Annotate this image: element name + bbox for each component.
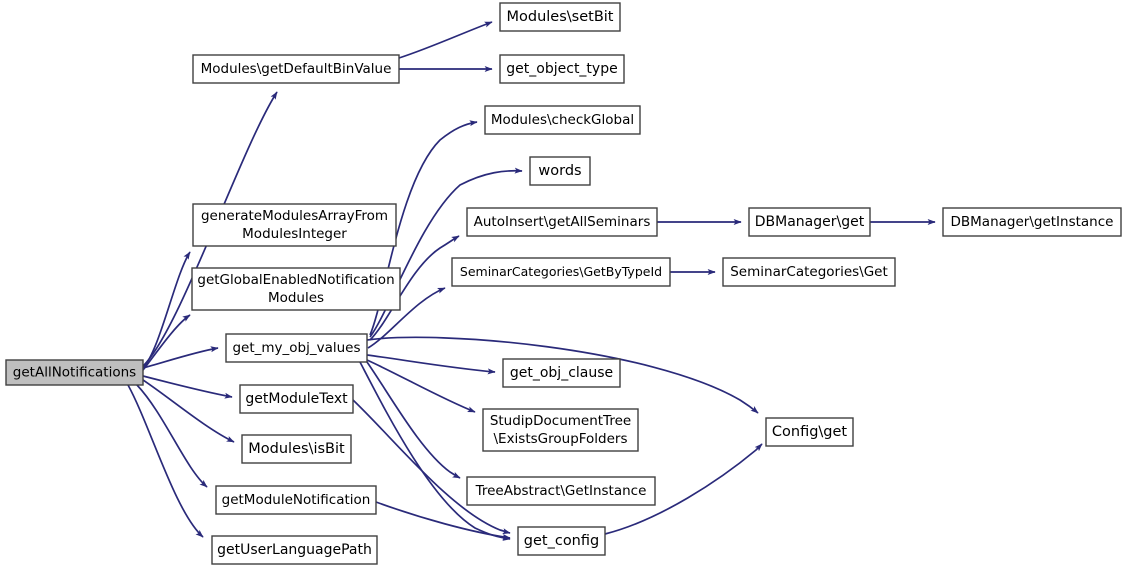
node-checkGlobal[interactable]: Modules\checkGlobal — [484, 105, 641, 135]
node-GetByTypeId[interactable]: SeminarCategories\GetByTypeId — [451, 257, 671, 287]
node-isBit[interactable]: Modules\isBit — [241, 434, 352, 464]
node-DBManagerGetInstance[interactable]: DBManager\getInstance — [942, 207, 1122, 237]
node-getModuleNotification[interactable]: getModuleNotification — [215, 485, 377, 515]
call-edge — [366, 354, 496, 375]
node-box[interactable] — [942, 207, 1122, 237]
node-get_obj_clause[interactable]: get_obj_clause — [502, 358, 621, 388]
node-SeminarCategoriesGet[interactable]: SeminarCategories\Get — [722, 257, 896, 287]
call-edge — [375, 501, 511, 540]
node-getAllSeminars[interactable]: AutoInsert\getAllSeminars — [466, 207, 658, 237]
node-get_my_obj_values[interactable]: get_my_obj_values — [225, 333, 368, 363]
node-getAllNotifications[interactable]: getAllNotifications — [5, 359, 144, 386]
node-box[interactable] — [722, 257, 896, 287]
call-edge — [352, 399, 511, 535]
call-edge — [142, 251, 191, 369]
node-box[interactable] — [239, 384, 354, 414]
node-box[interactable] — [499, 2, 621, 32]
node-box[interactable] — [215, 485, 377, 515]
node-box[interactable] — [748, 207, 871, 237]
call-edge — [367, 287, 446, 349]
call-edge — [604, 443, 763, 535]
call-edge — [366, 336, 759, 414]
node-ConfigGet[interactable]: Config\get — [765, 417, 854, 447]
node-box[interactable] — [192, 203, 397, 247]
node-box[interactable] — [466, 207, 658, 237]
call-edge — [369, 167, 523, 338]
node-get_object_type[interactable]: get_object_type — [499, 54, 625, 84]
node-box[interactable] — [451, 257, 671, 287]
call-edge — [127, 384, 204, 538]
node-setBit[interactable]: Modules\setBit — [499, 2, 621, 32]
node-box[interactable] — [225, 333, 368, 363]
node-box[interactable] — [502, 358, 621, 388]
call-edge — [142, 346, 219, 369]
call-edge — [369, 235, 460, 341]
call-edge — [366, 359, 476, 413]
node-box[interactable] — [5, 359, 144, 386]
node-ExistsGroupFolders[interactable]: StudipDocumentTree\ExistsGroupFolders — [482, 408, 639, 452]
node-box[interactable] — [192, 54, 400, 84]
node-box[interactable] — [241, 434, 352, 464]
node-getModuleText[interactable]: getModuleText — [239, 384, 354, 414]
node-box[interactable] — [529, 156, 591, 186]
call-edge — [142, 375, 233, 399]
node-get_config[interactable]: get_config — [517, 526, 606, 556]
call-edge — [142, 379, 235, 443]
node-DBManagerGet[interactable]: DBManager\get — [748, 207, 871, 237]
call-edge — [136, 384, 208, 488]
nodes-layer: getAllNotifications Modules\getDefaultBin… — [5, 2, 1122, 565]
node-box[interactable] — [499, 54, 625, 84]
node-words[interactable]: words — [529, 156, 591, 186]
call-edge — [398, 21, 493, 59]
node-getDefaultBinValue[interactable]: Modules\getDefaultBinValue — [192, 54, 400, 84]
node-getUserLanguagePath[interactable]: getUserLanguagePath — [211, 535, 378, 565]
node-TreeAbstractGetInstance[interactable]: TreeAbstract\GetInstance — [466, 476, 656, 506]
node-box[interactable] — [466, 476, 656, 506]
call-edge — [366, 361, 461, 479]
node-box[interactable] — [517, 526, 606, 556]
call-edge — [142, 314, 191, 371]
node-box[interactable] — [211, 535, 378, 565]
node-box[interactable] — [482, 408, 639, 452]
node-box[interactable] — [765, 417, 854, 447]
node-box[interactable] — [484, 105, 641, 135]
node-box[interactable] — [191, 267, 401, 311]
